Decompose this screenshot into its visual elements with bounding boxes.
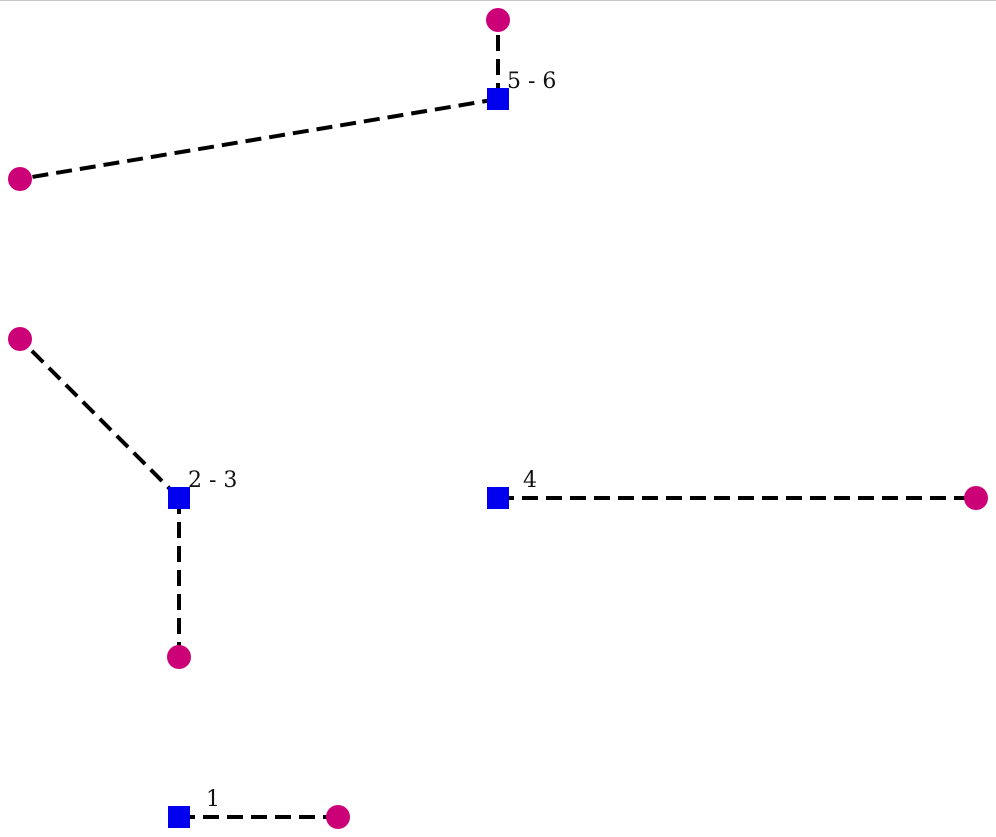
group-label: 1 bbox=[206, 787, 220, 812]
group-4: 4 bbox=[487, 468, 988, 510]
square-node bbox=[168, 487, 190, 509]
square-node bbox=[168, 806, 190, 828]
square-node bbox=[487, 88, 509, 110]
group-label: 2 - 3 bbox=[188, 468, 237, 493]
group-1: 1 bbox=[168, 787, 350, 829]
group-label: 4 bbox=[523, 468, 537, 493]
group-2-3: 2 - 3 bbox=[8, 327, 237, 669]
edge-2 bbox=[18, 337, 181, 500]
circle-node bbox=[964, 486, 988, 510]
square-node bbox=[487, 487, 509, 509]
top-border bbox=[0, 0, 996, 1]
circle-node bbox=[167, 645, 191, 669]
circle-node bbox=[8, 327, 32, 351]
circle-node bbox=[486, 8, 510, 32]
circle-node bbox=[8, 167, 32, 191]
group-5-6: 5 - 6 bbox=[8, 8, 556, 191]
edge-6 bbox=[19, 97, 499, 181]
circle-node bbox=[326, 805, 350, 829]
group-label: 5 - 6 bbox=[507, 69, 556, 94]
